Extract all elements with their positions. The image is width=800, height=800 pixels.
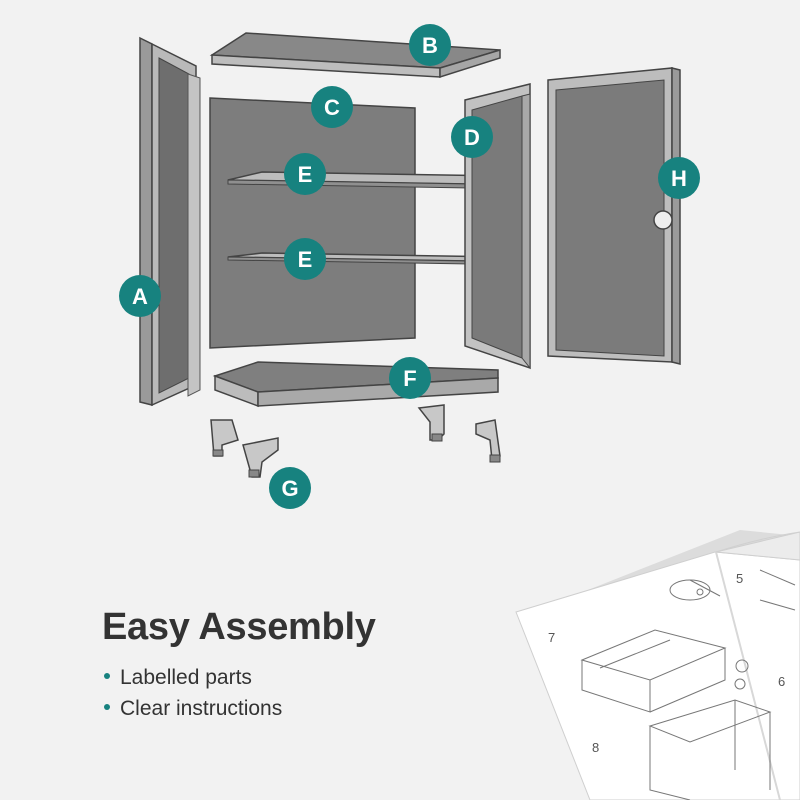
feature-text: Labelled parts — [120, 666, 252, 689]
door-knob — [653, 210, 673, 230]
svg-text:D: D — [464, 125, 480, 150]
top-panel-part — [209, 32, 501, 79]
svg-text:E: E — [298, 247, 313, 272]
leg-part-4 — [475, 419, 501, 463]
bullet-icon — [104, 673, 110, 680]
leg-part-1 — [210, 419, 239, 457]
svg-text:C: C — [324, 95, 340, 120]
svg-text:A: A — [132, 284, 148, 309]
part-badge-f: F — [389, 357, 431, 399]
instruction-manual: 7 8 5 6 — [515, 530, 800, 800]
manual-page-number-6: 6 — [778, 674, 785, 689]
part-badge-h: H — [658, 157, 700, 199]
svg-text:E: E — [298, 162, 313, 187]
svg-text:G: G — [281, 476, 298, 501]
feature-text: Clear instructions — [120, 697, 283, 720]
part-badge-b: B — [409, 24, 451, 66]
manual-page-number-5: 5 — [736, 571, 743, 586]
back-panel-part — [209, 97, 416, 349]
manual-page-number-7: 7 — [548, 630, 555, 645]
manual-page-number-8: 8 — [592, 740, 599, 755]
svg-text:B: B — [422, 33, 438, 58]
part-badge-c: C — [311, 86, 353, 128]
part-badge-a: A — [119, 275, 161, 317]
leg-part-2 — [242, 437, 279, 478]
svg-text:F: F — [403, 366, 416, 391]
leg-part-3 — [417, 404, 445, 442]
part-badge-d: D — [451, 116, 493, 158]
left-door-part — [139, 36, 201, 407]
feature-item: Labelled parts — [104, 662, 282, 693]
feature-item: Clear instructions — [104, 693, 282, 724]
headline: Easy Assembly — [102, 606, 376, 648]
feature-list: Labelled parts Clear instructions — [104, 662, 282, 724]
base-panel-part — [212, 361, 499, 408]
bullet-icon — [104, 704, 110, 711]
part-badge-e-lower: E — [284, 238, 326, 280]
side-door-part — [547, 67, 681, 365]
svg-text:H: H — [671, 166, 687, 191]
part-badge-g: G — [269, 467, 311, 509]
part-badge-e-upper: E — [284, 153, 326, 195]
